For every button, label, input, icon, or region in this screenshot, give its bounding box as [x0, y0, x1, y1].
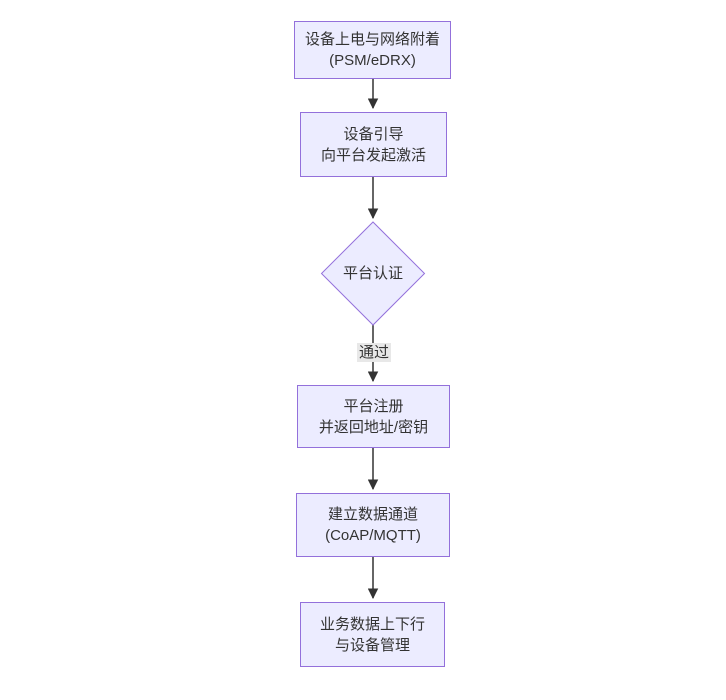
node-platform-register: 平台注册 并返回地址/密钥	[297, 385, 450, 448]
edge-label-pass: 通过	[357, 343, 392, 362]
node-business-data: 业务数据上下行 与设备管理	[300, 602, 445, 667]
node-text-line: 设备引导	[343, 125, 404, 143]
node-text-line: (PSM/eDRX)	[329, 52, 416, 69]
node-text-line: 设备上电与网络附着	[304, 31, 440, 48]
node-text-line: 向平台发起激活	[320, 146, 426, 164]
node-device-bootstrap: 设备引导 向平台发起激活	[300, 112, 447, 177]
node-device-power-on: 设备上电与网络附着 (PSM/eDRX)	[294, 21, 451, 79]
node-data-channel: 建立数据通道 (CoAP/MQTT)	[296, 493, 450, 557]
node-text-line: (CoAP/MQTT)	[325, 527, 421, 544]
node-text-line: 并返回地址/密钥	[318, 418, 429, 436]
node-text-line: 平台认证	[342, 265, 403, 282]
node-platform-auth: 平台认证	[323, 263, 423, 284]
node-text-line: 与设备管理	[334, 636, 410, 654]
node-text-line: 平台注册	[343, 397, 404, 415]
node-text-line: 建立数据通道	[327, 506, 418, 523]
node-text-line: 业务数据上下行	[319, 615, 425, 633]
